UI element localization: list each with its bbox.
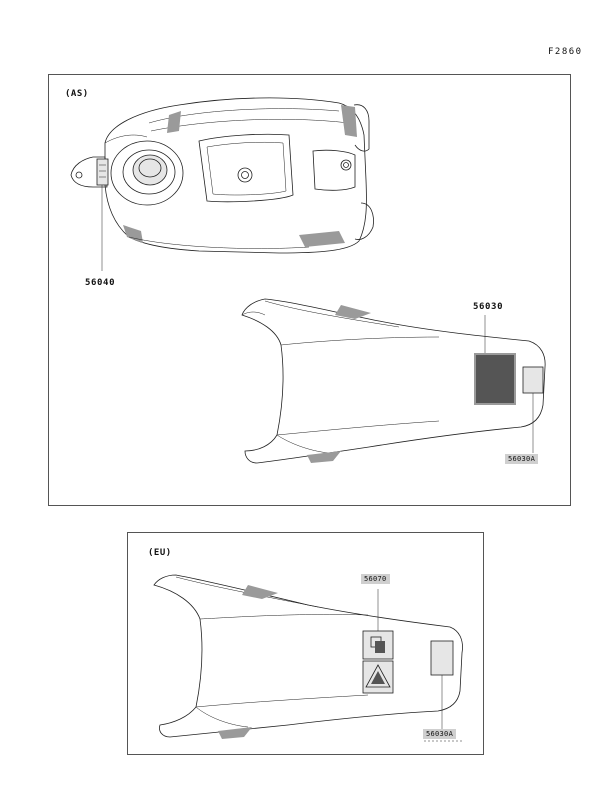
- part-number-56070: 56070: [361, 574, 390, 584]
- panel-as: (AS): [48, 74, 571, 506]
- part-number-56030: 56030: [473, 302, 504, 312]
- panel-eu: (EU) 56070 56030A: [127, 532, 484, 755]
- figure-code: F2860: [548, 47, 583, 57]
- fuel-tank-drawing: [70, 97, 374, 254]
- as-illustration: [70, 97, 546, 464]
- rear-fender-drawing-as: [241, 298, 546, 464]
- eu-illustration: [153, 574, 464, 742]
- region-label-as: (AS): [65, 89, 89, 99]
- region-label-eu: (EU): [148, 548, 172, 558]
- part-number-56030a-eu: 56030A: [423, 729, 457, 739]
- part-number-56040: 56040: [85, 278, 116, 288]
- part-number-56030a: 56030A: [505, 454, 539, 464]
- rear-fender-drawing-eu: [153, 574, 463, 739]
